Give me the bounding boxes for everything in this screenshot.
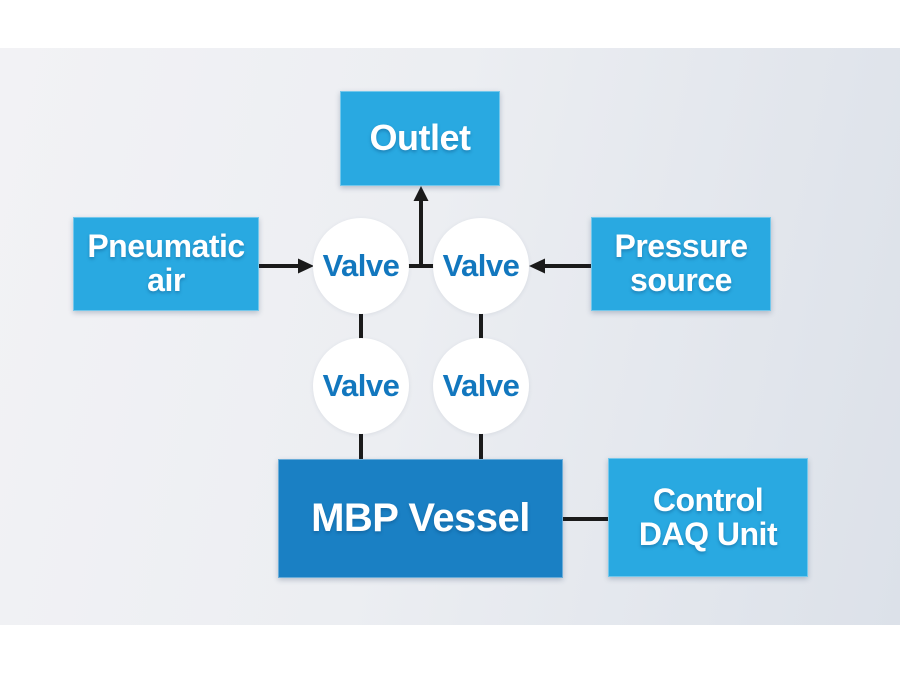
node-outlet-label: Outlet [369, 117, 472, 159]
node-pressure-source: Pressure source [591, 217, 771, 311]
node-pneumatic-air: Pneumatic air [73, 217, 259, 311]
node-valve-bottom-right-label: Valve [442, 368, 520, 403]
node-valve-bottom-right: Valve [433, 338, 529, 434]
node-pressure-source-label: Pressure source [614, 228, 748, 298]
node-outlet: Outlet [340, 91, 500, 186]
arrowhead-pressure-to-valve-icon [529, 258, 545, 274]
node-control-daq-unit-label: Control DAQ Unit [638, 481, 778, 552]
node-valve-top-right: Valve [433, 218, 529, 314]
arrowhead-junction-to-outlet-icon [413, 186, 429, 201]
node-valve-bottom-left-label: Valve [322, 368, 400, 403]
node-mbp-vessel: MBP Vessel [278, 459, 563, 578]
node-valve-top-left-label: Valve [322, 248, 400, 283]
node-valve-top-right-label: Valve [442, 248, 520, 283]
arrowhead-pneumatic-to-valve-icon [298, 258, 314, 274]
node-mbp-vessel-label: MBP Vessel [311, 496, 530, 541]
node-valve-bottom-left: Valve [313, 338, 409, 434]
node-valve-top-left: Valve [313, 218, 409, 314]
node-control-daq-unit: Control DAQ Unit [608, 458, 808, 577]
node-pneumatic-air-label: Pneumatic air [87, 228, 245, 298]
